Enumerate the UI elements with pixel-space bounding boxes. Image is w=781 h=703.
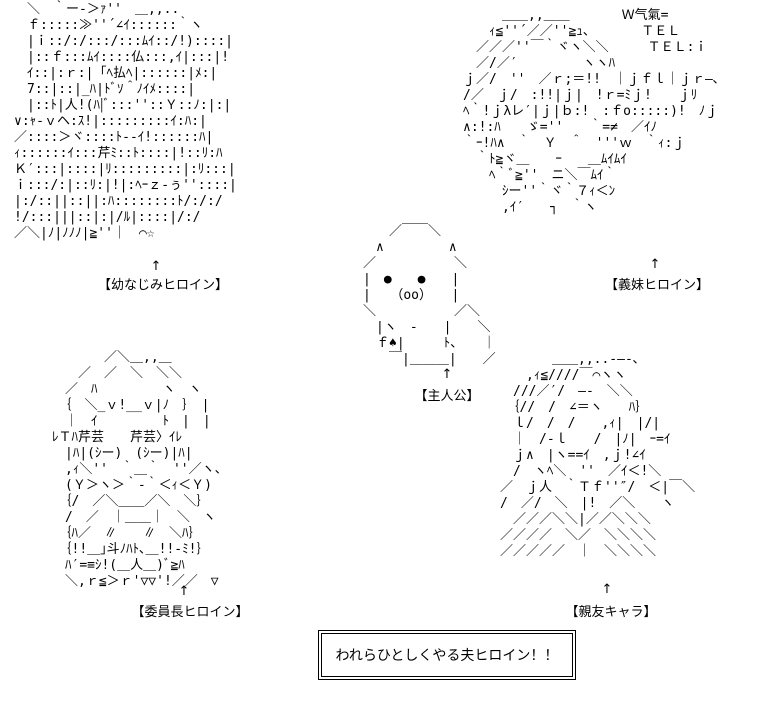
childhood-friend-label: 【幼なじみヒロイン】 (97, 278, 229, 293)
stepsister-label: 【義妹ヒロイン】 (604, 278, 710, 293)
class-president-arrow: ↑ (178, 584, 190, 599)
protagonist-aa-art: ／￣￣＼ ∧ ∧ ／ ＼ | ● ● | | （oo） | ＼ ／＼ |ヽ ‐ … (363, 224, 496, 367)
stepsister-arrow: ↑ (649, 257, 661, 272)
protagonist-label: 【主人公】 (414, 389, 480, 404)
caption-box: われらひとしくやる夫ヒロイン！！ (318, 630, 576, 680)
best-friend-arrow: ↑ (601, 582, 613, 597)
best-friend-label: 【親友キャラ】 (565, 605, 657, 620)
childhood-friend-arrow: ↑ (150, 259, 162, 274)
protagonist-arrow: ↑ (441, 367, 453, 382)
class-president-aa-art: ／＼＿,,＿ ／ ／ ＼ ＼＼ ／ ﾊ ヽ ヽ ｛ ＼_ｖ!__ｖ|ﾉ ｝ | … (52, 350, 228, 589)
best-friend-aa-art: ＿＿,,..-―-､ ,ｨ≦////￣⌒ヽヽ ///／′/ ―- ＼＼ ｛// … (500, 352, 696, 559)
stepsister-aa-art: ＿＿,,＿＿ Ｗ气氣= ｨ≦''´／／''≧ｭ、 ＴＥＬ ／／／''￣｀ヾヽ＼＼… (463, 8, 720, 215)
caption-text: われらひとしくやる夫ヒロイン！！ (335, 648, 559, 664)
childhood-friend-aa-art: ＼ ｀ー-＞ｧ'' ＿,,.. ｆ:::::≫''´∠ｲ::::::｀ヽ |ｉ:… (14, 2, 237, 241)
class-president-label: 【委員長ヒロイン】 (131, 605, 249, 620)
